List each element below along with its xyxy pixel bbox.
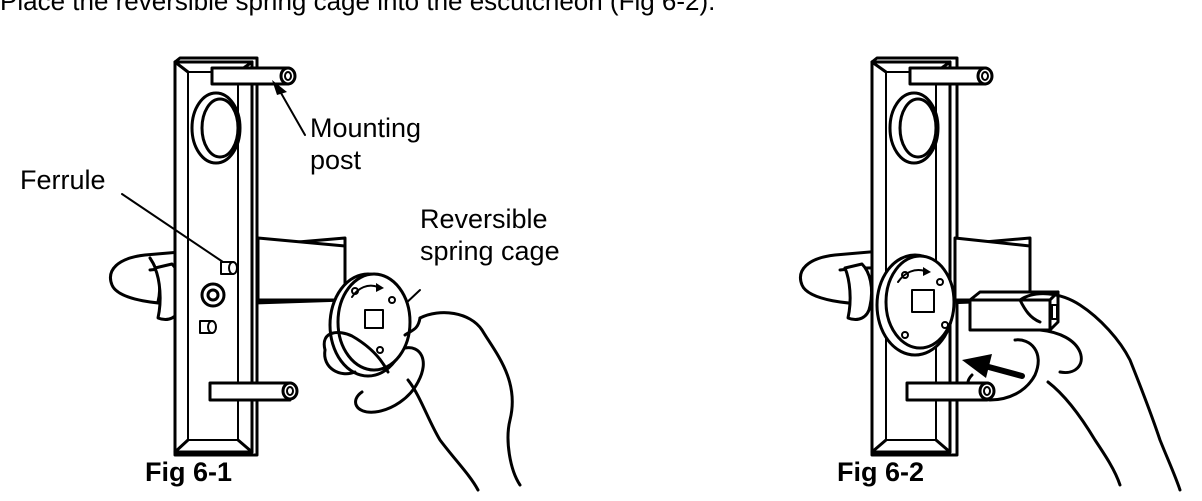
caption-fig-6-2: Fig 6-2 [837, 457, 925, 487]
mounting-post-bottom-right [905, 381, 996, 402]
header-text-partial: Place the reversible spring cage into th… [0, 0, 716, 16]
label-mounting-post-line1: Mounting [310, 113, 422, 143]
cylinder-hole-left [190, 91, 242, 165]
leader-mounting-post [276, 85, 306, 136]
ferrule-left [220, 261, 238, 275]
figure-6-1-drawing [109, 56, 522, 492]
spring-cage-in-hand [322, 272, 522, 492]
arrowhead-mounting-post [272, 80, 287, 95]
mounting-post-top-left [210, 66, 297, 86]
mounting-post-bottom-left [208, 381, 299, 402]
spring-cage-installed [875, 253, 956, 357]
spindle-hub-left [200, 282, 226, 308]
spindle-bar [968, 290, 1060, 332]
label-spring-cage-line1: Reversible [420, 204, 548, 234]
mounting-post-top-right [908, 66, 994, 86]
leader-ferrule [121, 193, 224, 263]
latch-body-left [256, 236, 347, 302]
figure-6-2-drawing [799, 56, 1182, 492]
cylinder-hole-right [888, 91, 940, 165]
insertion-arrow [962, 354, 1025, 379]
label-spring-cage-line2: spring cage [420, 236, 560, 266]
label-ferrule: Ferrule [20, 165, 106, 195]
lower-ferrule-left [199, 320, 217, 334]
caption-fig-6-1: Fig 6-1 [145, 457, 233, 487]
label-mounting-post-line2: post [310, 145, 362, 175]
